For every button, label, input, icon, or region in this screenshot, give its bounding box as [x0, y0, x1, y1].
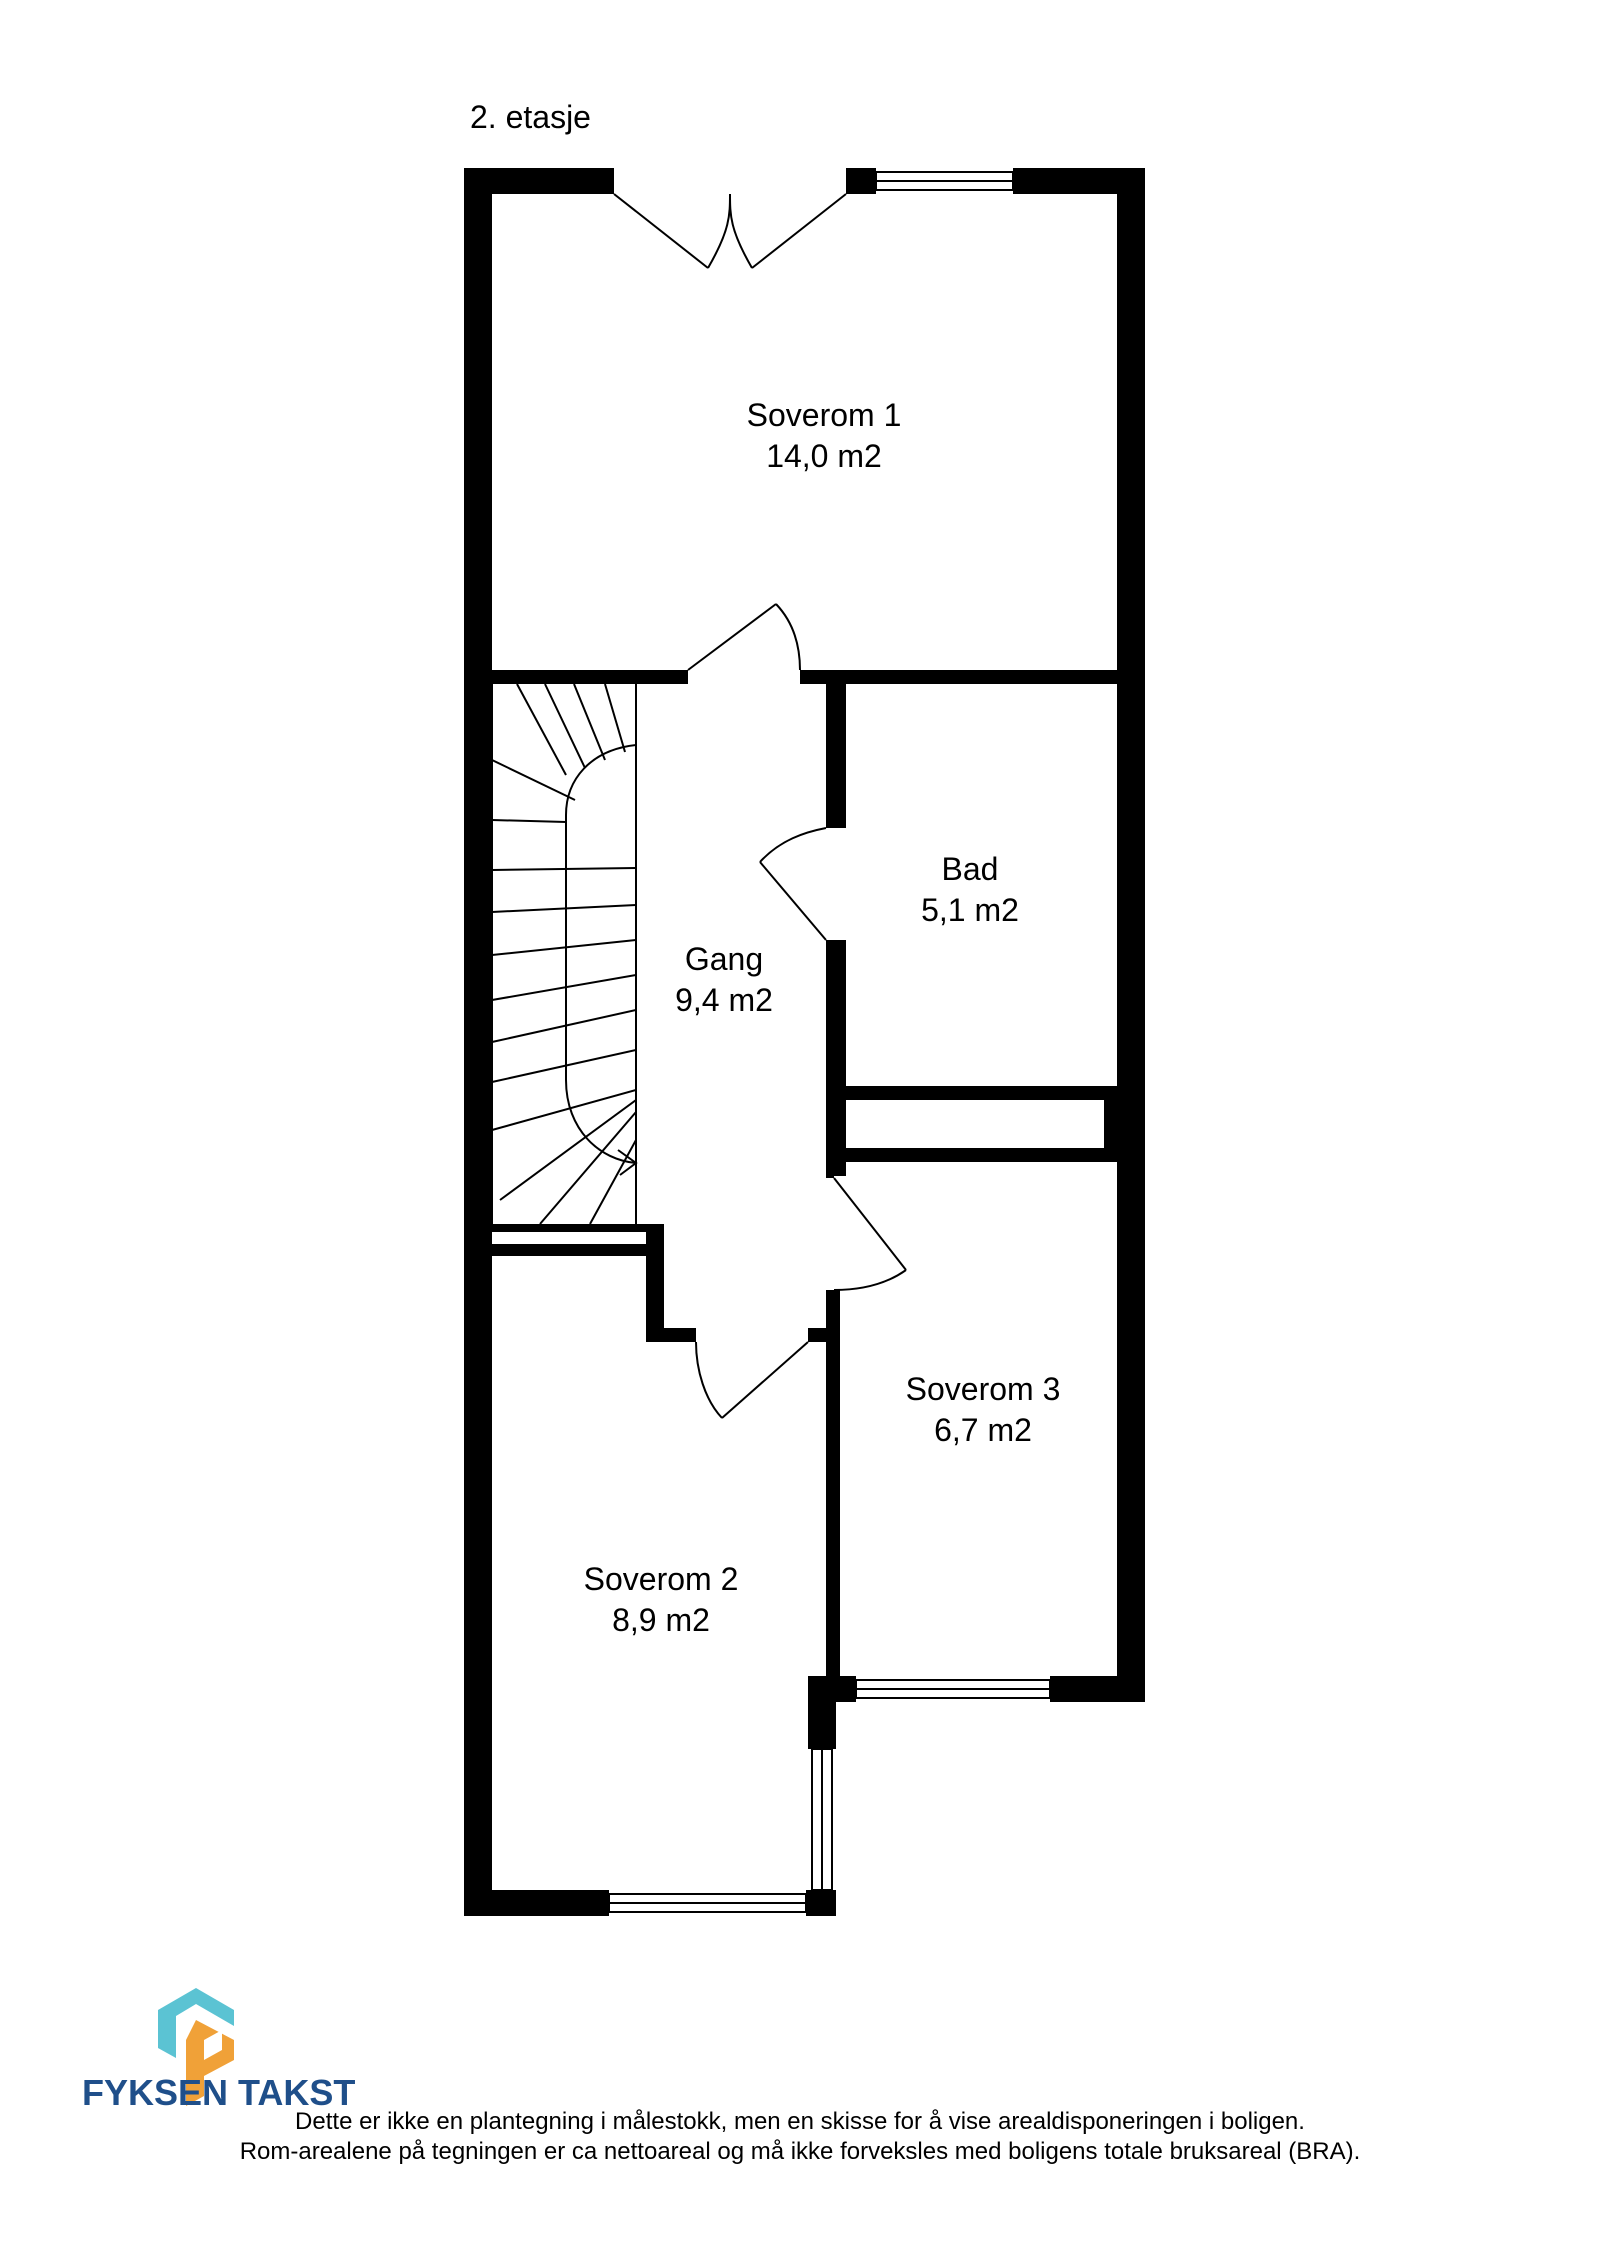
brand-name: FYKSEN TAKST: [82, 2072, 355, 2113]
room-soverom-3: Soverom 3 6,7 m2: [906, 1371, 1061, 1448]
wall-bad-upper: [826, 684, 846, 828]
wall-soverom3-top: [826, 1148, 1117, 1162]
staircase: [491, 683, 638, 1225]
room-soverom-2: Soverom 2 8,9 m2: [584, 1561, 739, 1638]
wall-top-mid: [846, 168, 876, 194]
wall-soverom2-door-right: [808, 1328, 840, 1342]
wall-bottom-right: [1050, 1676, 1145, 1702]
logo-teal-shape: [158, 1988, 234, 2058]
wall-soverom2-top-right: [646, 1224, 664, 1342]
room-labels: Soverom 1 14,0 m2 Bad 5,1 m2 Gang 9,4 m2…: [584, 397, 1061, 1638]
interior-walls: [492, 670, 1117, 1690]
disclaimer-line-1: Dette er ikke en plantegning i målestokk…: [295, 2108, 1305, 2135]
wall-left: [464, 168, 492, 1916]
wall-door-stub-a: [826, 1160, 834, 1178]
wall-right: [1117, 168, 1145, 1702]
room-area: 5,1 m2: [921, 892, 1019, 928]
wall-bottom-left: [464, 1890, 609, 1916]
wall-shaft-left: [826, 1100, 846, 1160]
room-name: Bad: [942, 851, 999, 887]
wall-stair-bottom: [492, 1244, 664, 1256]
doors: [613, 193, 907, 1419]
wall-soverom2-door-left: [646, 1328, 696, 1342]
room-name: Soverom 2: [584, 1561, 739, 1597]
wall-soverom1-right: [800, 670, 1117, 684]
room-bad: Bad 5,1 m2: [921, 851, 1019, 928]
disclaimer: Dette er ikke en plantegning i målestokk…: [240, 2108, 1361, 2165]
wall-shaft-right: [1104, 1100, 1117, 1160]
room-area: 8,9 m2: [612, 1602, 710, 1638]
logo-cutout: [204, 2030, 222, 2060]
room-area: 9,4 m2: [675, 982, 773, 1018]
room-name: Gang: [685, 941, 763, 977]
room-gang: Gang 9,4 m2: [675, 941, 773, 1018]
wall-stair-rail-top: [492, 1224, 664, 1232]
wall-soverom3-left: [826, 1290, 840, 1690]
wall-bottom-corner: [806, 1890, 836, 1916]
floor-label: 2. etasje: [470, 99, 591, 135]
wall-bad-bottom: [826, 1086, 1117, 1100]
outer-walls: [464, 168, 1145, 1916]
room-name: Soverom 3: [906, 1371, 1061, 1407]
room-soverom-1: Soverom 1 14,0 m2: [747, 397, 902, 474]
room-area: 14,0 m2: [766, 438, 882, 474]
room-name: Soverom 1: [747, 397, 902, 433]
brand-logo: FYKSEN TAKST: [82, 1988, 355, 2113]
disclaimer-line-2: Rom-arealene på tegningen er ca nettoare…: [240, 2138, 1361, 2165]
wall-soverom1-left: [492, 670, 688, 684]
room-area: 6,7 m2: [934, 1412, 1032, 1448]
